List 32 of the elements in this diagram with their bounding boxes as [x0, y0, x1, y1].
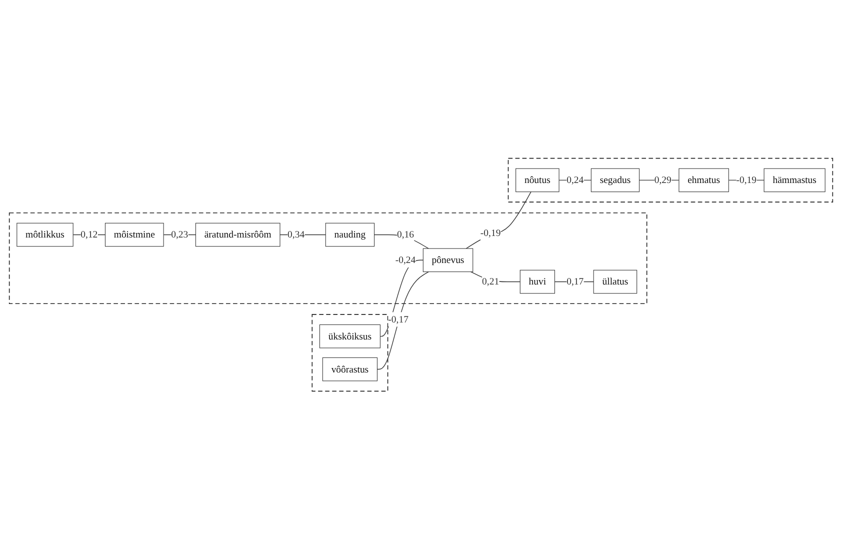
node-box: nôutus: [516, 168, 560, 192]
node-box: hämmastus: [764, 168, 826, 192]
edge-label: -0,17: [388, 314, 408, 325]
connector: [376, 272, 429, 370]
edge-label: 0,23: [171, 229, 188, 240]
edge-label: 0,29: [654, 174, 672, 186]
node-box: üllatus: [593, 270, 638, 294]
node-box: äratund-misrôôm: [195, 223, 280, 247]
edge-label: -0,19: [736, 174, 756, 186]
edge-label: -0,19: [480, 227, 501, 238]
node-box: segadus: [590, 168, 640, 192]
node-box: nauding: [325, 223, 375, 247]
edge-label: -0,24: [395, 254, 416, 266]
cluster: [312, 314, 388, 392]
node-box: môtlikkus: [16, 223, 74, 247]
connector: [466, 192, 532, 250]
node-box: vôôrastus: [322, 358, 378, 382]
edge-label: 0,12: [80, 229, 98, 240]
edge-label: 0,17: [566, 276, 584, 288]
edge-label: 0,24: [566, 174, 584, 186]
edge-label: 0,16: [396, 229, 414, 240]
connector: [380, 260, 424, 337]
cluster: [8, 212, 648, 304]
node-box: môistmine: [104, 223, 164, 247]
node-box: pônevus: [422, 248, 474, 272]
edge-label: 0,34: [288, 229, 305, 240]
node-box: ükskôiksus: [319, 324, 380, 348]
node-box: huvi: [520, 270, 555, 294]
cluster: [508, 158, 834, 203]
connector: [374, 234, 429, 250]
node-box: ehmatus: [678, 168, 729, 192]
edge-label: 0,21: [482, 276, 500, 288]
